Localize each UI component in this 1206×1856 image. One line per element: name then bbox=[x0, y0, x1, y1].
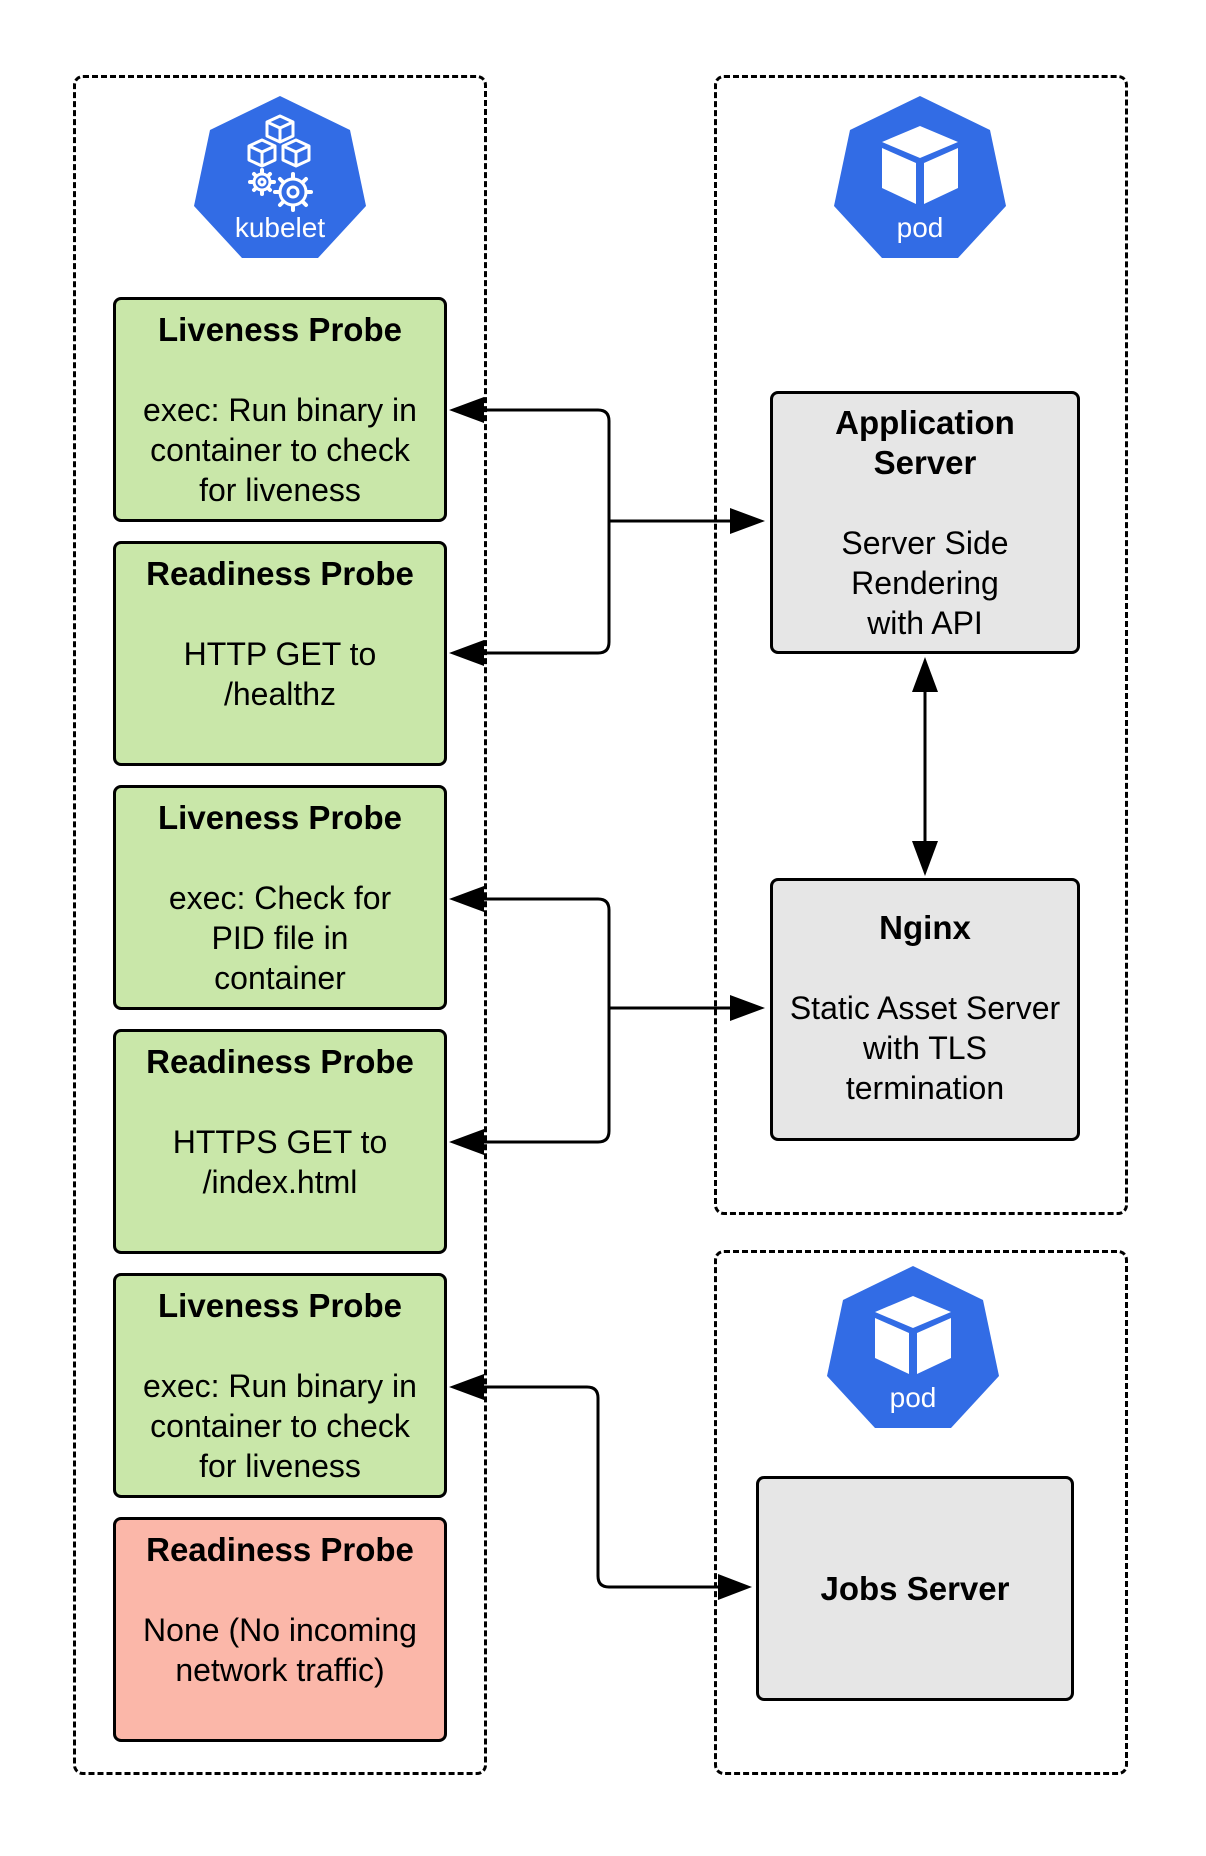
probe-description: HTTP GET to /healthz bbox=[183, 636, 377, 712]
probe-title: Readiness Probe bbox=[146, 1043, 414, 1080]
nginx-server-box: Nginx Static Asset Server with TLS termi… bbox=[770, 878, 1080, 1141]
pod-icon-1: pod bbox=[830, 92, 1010, 264]
kubelet-label: kubelet bbox=[234, 212, 326, 243]
application-server-box: Application Server Server Side Rendering… bbox=[770, 391, 1080, 654]
arrow-jobs-link bbox=[475, 1385, 720, 1589]
probe-title: Liveness Probe bbox=[158, 311, 402, 348]
arrow-to-readiness-nginx bbox=[475, 1008, 611, 1144]
arrow-to-readiness-app bbox=[475, 521, 611, 655]
arrow-to-liveness-app bbox=[475, 408, 611, 521]
arrowhead-liveness-nginx bbox=[449, 886, 484, 912]
probe-readiness-app: Readiness Probe HTTP GET to /healthz bbox=[113, 541, 447, 766]
pod-group-2 bbox=[714, 1250, 1128, 1775]
arrowhead-nginx bbox=[730, 995, 765, 1021]
pod-label-1: pod bbox=[896, 212, 944, 243]
probe-title: Readiness Probe bbox=[146, 1531, 414, 1568]
pod-group-1 bbox=[714, 75, 1128, 1215]
probe-liveness-jobs: Liveness Probe exec: Run binary in conta… bbox=[113, 1273, 447, 1498]
server-title: Nginx bbox=[879, 909, 971, 946]
probe-description: exec: Check for PID file in container bbox=[168, 880, 392, 996]
arrowhead-jobs-server bbox=[718, 1574, 752, 1600]
arrow-to-liveness-nginx bbox=[475, 897, 611, 1008]
arrowhead-liveness-jobs bbox=[449, 1374, 484, 1400]
server-description: Server Side Rendering with API bbox=[841, 525, 1009, 641]
probe-title: Liveness Probe bbox=[158, 799, 402, 836]
probe-readiness-jobs: Readiness Probe None (No incoming networ… bbox=[113, 1517, 447, 1742]
kubelet-icon: kubelet bbox=[190, 92, 370, 264]
arrowhead-readiness-nginx bbox=[449, 1129, 484, 1155]
probe-title: Readiness Probe bbox=[146, 555, 414, 592]
probe-description: exec: Run binary in container to check f… bbox=[143, 1368, 417, 1484]
probe-description: exec: Run binary in container to check f… bbox=[143, 392, 417, 508]
arrowhead-down-nginx bbox=[912, 841, 938, 876]
probe-liveness-app: Liveness Probe exec: Run binary in conta… bbox=[113, 297, 447, 522]
probe-description: None (No incoming network traffic) bbox=[143, 1612, 417, 1688]
probe-liveness-nginx: Liveness Probe exec: Check for PID file … bbox=[113, 785, 447, 1010]
arrowhead-application-server bbox=[730, 508, 765, 534]
probe-description: HTTPS GET to /index.html bbox=[172, 1124, 388, 1200]
server-description: Static Asset Server with TLS termination bbox=[789, 990, 1061, 1106]
pod-label-2: pod bbox=[889, 1382, 937, 1413]
arrowhead-up-application-server bbox=[912, 657, 938, 692]
kubelet-group bbox=[73, 75, 487, 1775]
server-title: Jobs Server bbox=[820, 1569, 1010, 1607]
arrowhead-readiness-app bbox=[449, 640, 484, 666]
arrowhead-liveness-app bbox=[449, 397, 484, 423]
server-title: Application Server bbox=[835, 404, 1015, 481]
probe-readiness-nginx: Readiness Probe HTTPS GET to /index.html bbox=[113, 1029, 447, 1254]
jobs-server-box: Jobs Server bbox=[756, 1476, 1074, 1701]
probe-title: Liveness Probe bbox=[158, 1287, 402, 1324]
pod-icon-2: pod bbox=[823, 1262, 1003, 1434]
